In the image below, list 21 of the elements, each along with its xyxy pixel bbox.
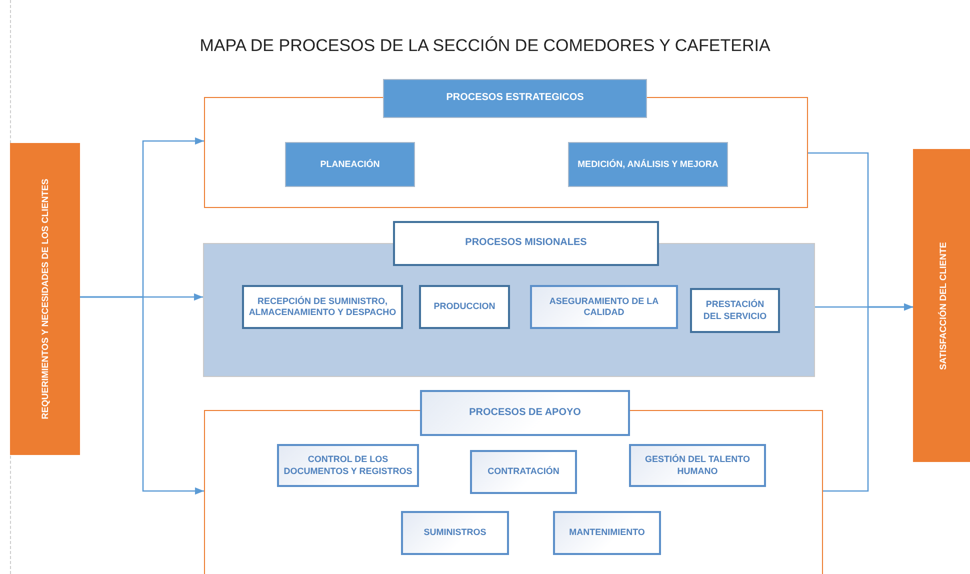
arrow <box>80 296 204 495</box>
bar-label: REQUERIMIENTOS Y NECESIDADES DE LOS CLIENTES <box>40 178 50 420</box>
process-box: PRODUCCION <box>419 285 510 329</box>
arrow <box>823 303 913 492</box>
group-heading: PROCESOS MISIONALES <box>393 221 659 266</box>
process-box: MANTENIMIENTO <box>553 511 661 555</box>
process-box: MEDICIÓN, ANÁLISIS Y MEJORA <box>568 142 728 187</box>
process-box: PRESTACIÓN DEL SERVICIO <box>690 288 780 333</box>
input-output-bar <box>913 149 970 462</box>
input-output-bar <box>10 143 80 455</box>
process-box: ASEGURAMIENTO DE LA CALIDAD <box>530 285 678 329</box>
process-box: CONTROL DE LOS DOCUMENTOS Y REGISTROS <box>277 444 419 487</box>
group-heading: PROCESOS ESTRATEGICOS <box>383 79 647 118</box>
process-box: RECEPCIÓN DE SUMINISTRO, ALMACENAMIENTO Y DESPACHO <box>242 285 403 329</box>
diagram-title: MAPA DE PROCESOS DE LA SECCIÓN DE COMEDORES Y CAFETERIA <box>198 36 772 56</box>
process-box: PLANEACIÓN <box>285 142 415 187</box>
process-box: CONTRATACIÓN <box>470 450 577 494</box>
process-box: SUMINISTROS <box>401 511 509 555</box>
group-heading: PROCESOS DE APOYO <box>420 390 630 436</box>
bar-label: SATISFACCIÓN DEL CLIENTE <box>938 242 948 370</box>
process-box: GESTIÓN DEL TALENTO HUMANO <box>629 444 766 487</box>
